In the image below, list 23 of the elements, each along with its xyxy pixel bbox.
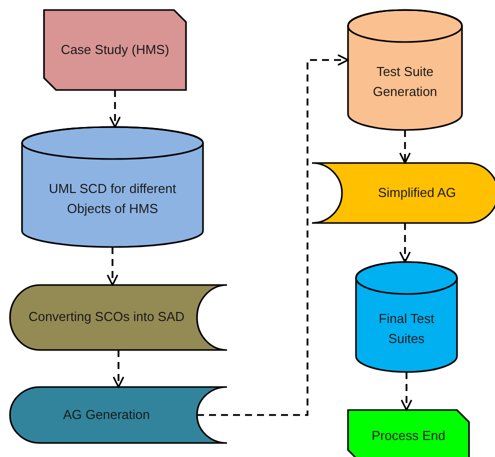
dashed-arrow <box>400 372 412 411</box>
process-box <box>44 10 186 90</box>
database-cylinder <box>356 262 457 372</box>
dashed-arrow <box>112 350 124 388</box>
stored-data-shape <box>312 163 495 223</box>
node-label: Case Study (HMS) <box>60 40 170 59</box>
stored-data-shape <box>10 387 227 443</box>
database-cylinder <box>22 127 203 247</box>
node-label: UML SCD for different Objects of HMS <box>48 180 178 218</box>
dashed-arrow <box>109 90 121 128</box>
node-label: Converting SCOs into SAD <box>28 308 185 326</box>
dashed-arrow <box>197 54 349 416</box>
node-label: Final Test Suites <box>378 310 436 348</box>
database-cylinder <box>348 10 462 130</box>
node-label: Test Suite Generation <box>372 62 438 101</box>
node-label: Process End <box>372 426 446 445</box>
dashed-arrow <box>399 223 411 263</box>
stored-data-shape <box>10 285 227 350</box>
process-box <box>348 410 469 457</box>
node-label: AG Generation <box>63 406 150 424</box>
node-label: Simplified AG <box>378 184 456 202</box>
dashed-arrow <box>106 247 118 286</box>
dashed-arrow <box>399 130 411 164</box>
